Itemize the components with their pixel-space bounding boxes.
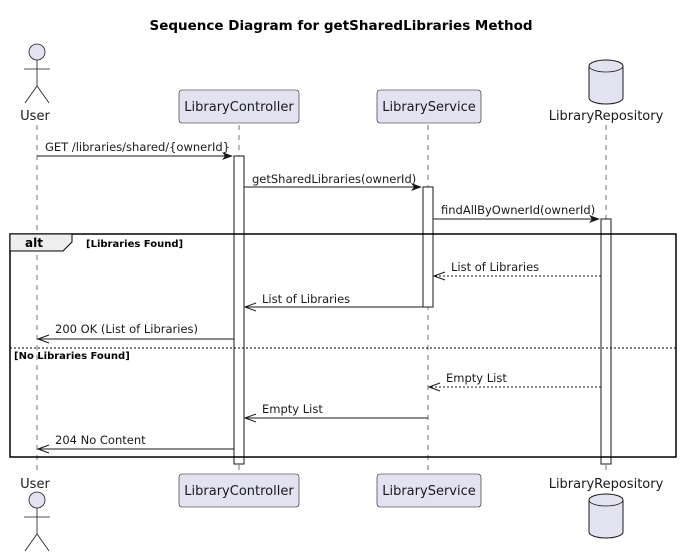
arrow-head-icon	[36, 334, 50, 344]
message-get-request: GET /libraries/shared/{ownerId}	[37, 140, 233, 160]
participant-label-repository-top: LibraryRepository	[549, 109, 664, 124]
arrow-head-icon	[36, 444, 50, 454]
actor-user-top: User	[20, 43, 50, 124]
participant-repository-bottom: LibraryRepository	[549, 477, 664, 539]
actor-user-bottom: User	[20, 477, 50, 552]
message-label: GET /libraries/shared/{ownerId}	[45, 140, 230, 154]
arrow-head-icon	[243, 302, 257, 312]
activation-controller	[233, 155, 245, 465]
participant-repository-top: LibraryRepository	[549, 59, 664, 124]
fragment-guard-1: [Libraries Found]	[86, 239, 183, 250]
activation-repository	[600, 218, 612, 465]
participant-box	[376, 473, 482, 508]
arrow-head-icon	[222, 152, 233, 160]
message-label: List of Libraries	[262, 292, 350, 306]
participant-service-bottom: LibraryService	[376, 473, 482, 508]
actor-head-icon	[28, 491, 46, 509]
database-icon	[588, 59, 624, 105]
message-label: 200 OK (List of Libraries)	[55, 322, 198, 336]
message-return-list-controller: List of Libraries	[243, 292, 428, 312]
participant-box	[178, 89, 300, 124]
participant-label-user-bottom: User	[20, 477, 50, 492]
fragment-tag	[9, 233, 73, 252]
arrow-head-icon	[589, 215, 600, 223]
message-200-ok: 200 OK (List of Libraries)	[36, 322, 234, 344]
participant-label-service-top: LibraryService	[382, 100, 476, 115]
participant-service-top: LibraryService	[376, 89, 482, 124]
participant-label-controller-bottom: LibraryController	[184, 484, 294, 499]
alt-fragment: alt [Libraries Found] [No Libraries Foun…	[9, 233, 677, 458]
message-label: findAllByOwnerId(ownerId)	[441, 203, 595, 217]
arrow-head-icon	[411, 183, 422, 191]
participant-box	[178, 473, 300, 508]
participant-box	[376, 89, 482, 124]
fragment-operator: alt	[25, 236, 43, 250]
message-label: Empty List	[262, 402, 323, 416]
message-find-all-by-owner: findAllByOwnerId(ownerId)	[433, 203, 600, 223]
message-label: Empty List	[446, 371, 507, 385]
fragment-guard-2: [No Libraries Found]	[14, 351, 130, 362]
arrow-head-icon	[432, 271, 446, 281]
message-return-empty-service: Empty List	[427, 371, 601, 392]
message-get-shared-libraries: getSharedLibraries(ownerId)	[244, 172, 422, 191]
participant-label-controller-top: LibraryController	[184, 100, 294, 115]
activation-service	[422, 186, 434, 308]
message-label: getSharedLibraries(ownerId)	[252, 172, 416, 186]
arrow-head-icon	[427, 382, 441, 392]
fragment-frame	[9, 233, 677, 458]
arrow-head-icon	[243, 413, 257, 423]
message-label: List of Libraries	[451, 260, 539, 274]
participant-label-service-bottom: LibraryService	[382, 484, 476, 499]
actor-head-icon	[28, 43, 46, 61]
participant-controller-top: LibraryController	[178, 89, 300, 124]
message-label: 204 No Content	[55, 433, 146, 447]
message-return-empty-controller: Empty List	[243, 402, 428, 423]
message-204-no-content: 204 No Content	[36, 433, 234, 454]
message-return-list-service: List of Libraries	[432, 260, 601, 281]
database-icon	[588, 493, 624, 539]
participant-label-user-top: User	[20, 109, 50, 124]
participant-label-repository-bottom: LibraryRepository	[549, 477, 664, 492]
participant-controller-bottom: LibraryController	[178, 473, 300, 508]
diagram-title: Sequence Diagram for getSharedLibraries …	[149, 18, 532, 34]
